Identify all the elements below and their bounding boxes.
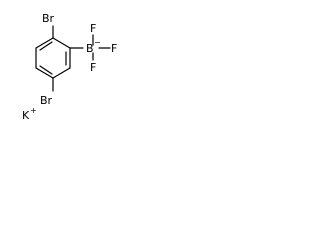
ring-double-bond-3 <box>39 41 53 51</box>
structure-canvas: Br Br B − F F F K + <box>0 0 161 131</box>
ring-bond-6 <box>35 37 54 49</box>
atom-bromine-top: Br <box>42 12 55 25</box>
atom-boron: B <box>86 42 94 55</box>
boron-charge: − <box>94 38 101 47</box>
molecule-structure: Br Br B − F F F K + <box>22 12 117 122</box>
benzene-ring <box>35 37 71 79</box>
atom-fluorine-right: F <box>111 42 117 55</box>
atom-bromine-bottom: Br <box>40 94 53 107</box>
atom-fluorine-top: F <box>90 22 96 35</box>
atom-fluorine-bottom: F <box>90 61 96 74</box>
ring-bond-4 <box>35 67 54 79</box>
ring-bond-1 <box>52 37 71 49</box>
atom-potassium: K <box>22 109 30 122</box>
ring-bond-3 <box>52 67 71 79</box>
potassium-charge: + <box>30 106 37 115</box>
ring-double-bond-2 <box>39 65 53 75</box>
